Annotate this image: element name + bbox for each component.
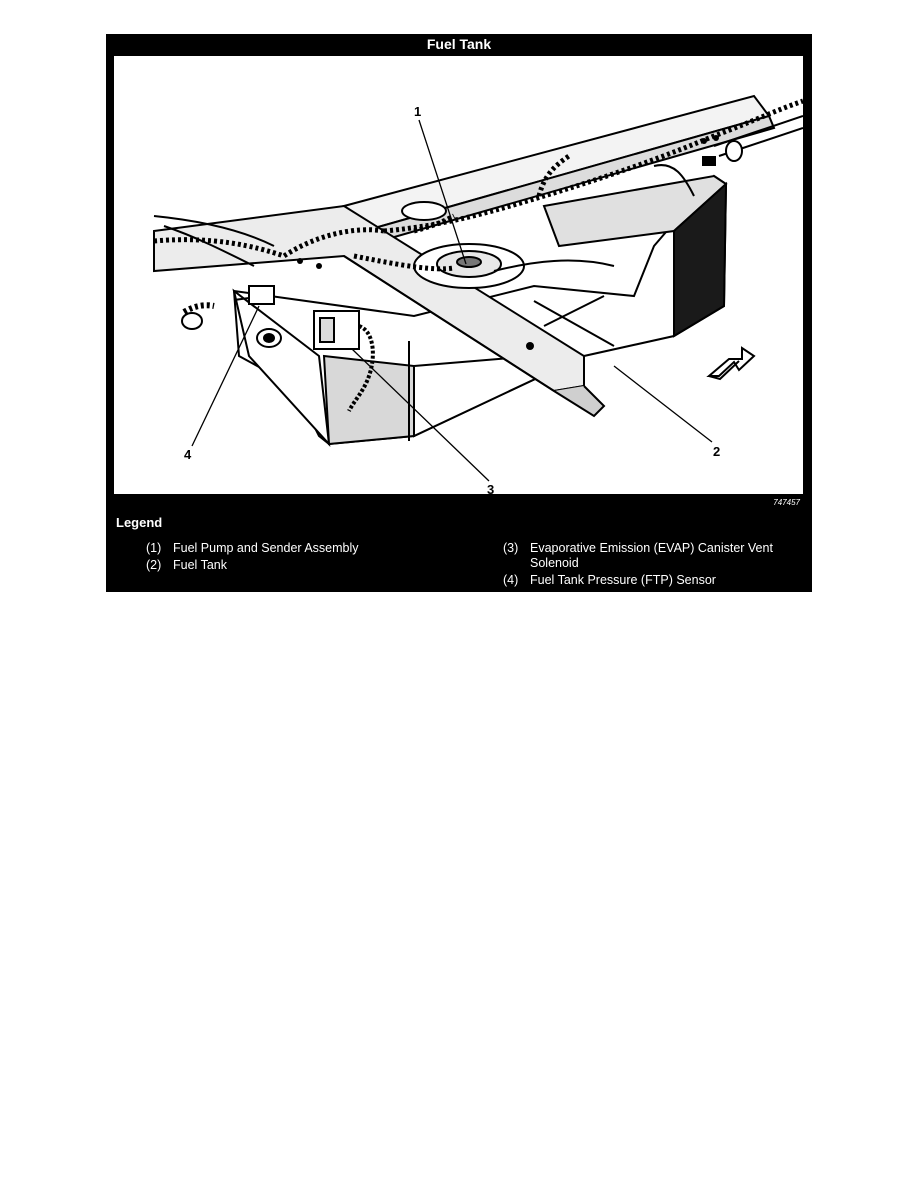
figure-panel: Fuel Tank <box>106 34 812 592</box>
legend-heading: Legend <box>116 515 163 530</box>
callout-1: 1 <box>414 104 421 119</box>
legend-item-2: (2) Fuel Tank <box>146 558 466 574</box>
callout-2: 2 <box>713 444 720 459</box>
legend-item-number: (1) <box>146 541 162 555</box>
fuel-tank-illustration: 1 2 3 4 <box>114 56 803 494</box>
figure-id: 747457 <box>773 498 800 507</box>
callout-3: 3 <box>487 482 494 494</box>
legend-item-number: (2) <box>146 558 162 572</box>
ftp-sensor <box>181 285 282 348</box>
frame-bolts <box>297 135 719 350</box>
callout-4: 4 <box>184 447 192 462</box>
legend-item-number: (3) <box>503 541 519 555</box>
legend-item-text: Fuel Pump and Sender Assembly <box>173 541 359 555</box>
wiring-thin <box>153 164 695 272</box>
legend-item-text: Fuel Tank Pressure (FTP) Sensor <box>530 573 716 587</box>
figure-title: Fuel Tank <box>426 36 492 52</box>
wiring-harness <box>153 98 803 272</box>
legend-item-number: (4) <box>503 573 519 587</box>
legend-item-4: (4) Fuel Tank Pressure (FTP) Sensor <box>503 573 808 589</box>
legend-item-text: Evaporative Emission (EVAP) Canister Ven… <box>530 541 773 570</box>
leader-lines <box>191 119 713 482</box>
evap-vent-solenoid <box>313 310 375 412</box>
forward-arrow <box>706 346 756 381</box>
legend-item-1: (1) Fuel Pump and Sender Assembly <box>146 541 466 557</box>
legend-item-text: Fuel Tank <box>173 558 227 572</box>
illustration-svg: 1 2 3 4 <box>153 94 803 494</box>
legend-item-3: (3) Evaporative Emission (EVAP) Canister… <box>503 541 808 573</box>
